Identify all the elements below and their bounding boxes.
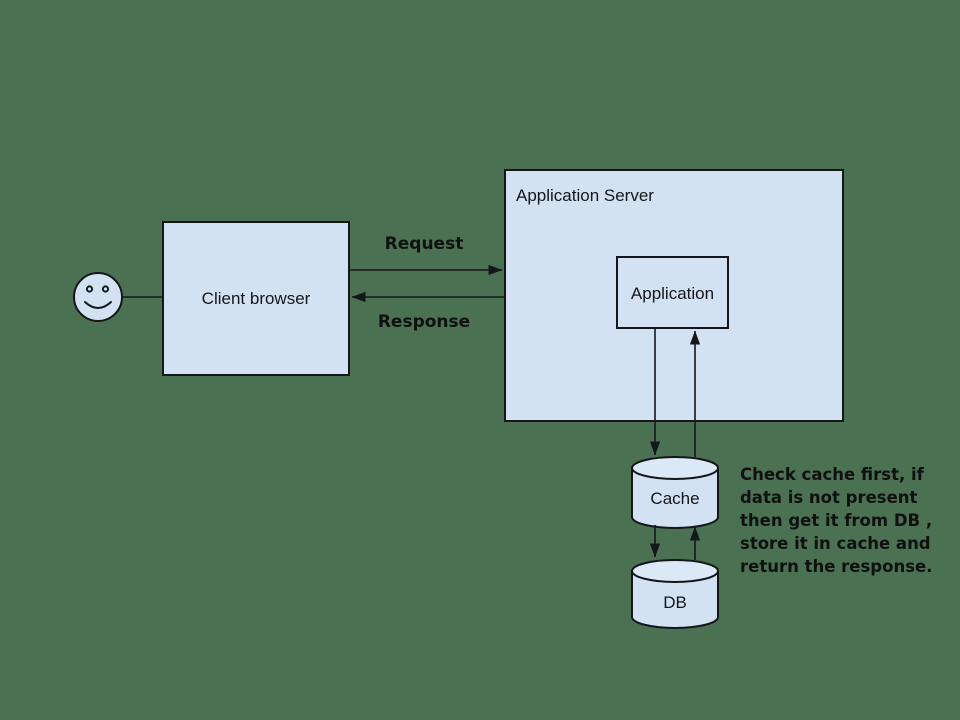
edge-response: Response	[351, 291, 505, 332]
smiley-left-eye	[85, 285, 94, 293]
node-client-browser[interactable]: Client browser	[162, 221, 350, 376]
cache-cylinder-top	[631, 456, 719, 480]
cache-cylinder-body	[631, 467, 719, 529]
node-db[interactable]: DB	[631, 559, 719, 629]
note-line-1: Check cache first, if	[740, 465, 925, 484]
client-browser-rect	[162, 221, 350, 376]
application-server-label: Application Server	[516, 186, 654, 205]
node-cache[interactable]: Cache	[631, 456, 719, 529]
edge-request: Request	[350, 234, 503, 276]
smiley-right-eye	[101, 285, 110, 293]
application-label: Application	[631, 284, 714, 303]
node-application-server[interactable]: Application Server	[504, 169, 844, 422]
node-application[interactable]: Application	[616, 256, 729, 329]
db-cylinder-top	[631, 559, 719, 583]
smiley-mouth	[84, 301, 112, 309]
note-line-3: then get it from DB ,	[740, 511, 932, 530]
db-label: DB	[663, 593, 687, 612]
note-line-5: return the response.	[740, 557, 932, 576]
db-cylinder-body	[631, 570, 719, 629]
cache-label: Cache	[650, 489, 699, 508]
application-rect	[616, 256, 729, 329]
note-line-4: store it in cache and	[740, 534, 931, 553]
smiley-face-icon[interactable]	[73, 272, 123, 322]
note-line-2: data is not present	[740, 488, 918, 507]
smiley-head	[73, 272, 123, 322]
client-browser-label: Client browser	[202, 289, 311, 308]
cache-strategy-note: Check cache first, if data is not presen…	[740, 465, 932, 576]
request-label: Request	[385, 234, 464, 254]
response-label: Response	[378, 312, 470, 332]
